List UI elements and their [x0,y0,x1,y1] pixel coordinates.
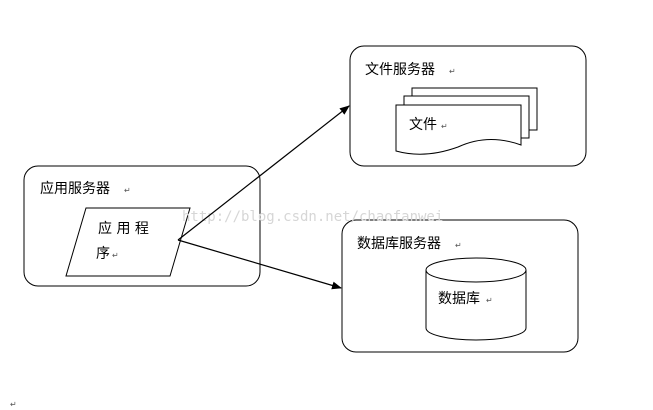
document-stack-icon [395,87,538,155]
program-label-line1: 应 用 程 [98,220,149,237]
database-cylinder-icon [425,257,527,341]
paragraph-mark: ↵ [449,67,456,76]
watermark-text: http://blog.csdn.net/chaofanwei [182,209,443,225]
paragraph-mark: ↵ [455,241,462,250]
paragraph-mark: ↵ [10,400,17,409]
paragraph-mark: ↵ [441,122,448,131]
program-shape [65,207,191,277]
arrow-to-db-server [177,239,342,290]
file-server-title: 文件服务器 [365,62,435,78]
file-server-node: 文件服务器 ↵ 文件 ↵ [349,45,587,167]
db-server-node: 数据库服务器 ↵ 数据库 ↵ [341,219,579,353]
paragraph-mark: ↵ [486,296,493,305]
program-label-line2: 序 [96,246,110,262]
database-label: 数据库 [438,291,480,307]
document-label: 文件 [409,117,437,133]
app-server-node: 应用服务器 ↵ 应 用 程 序 ↵ [23,165,261,287]
paragraph-mark: ↵ [112,251,119,260]
db-server-title: 数据库服务器 [357,236,441,252]
app-server-title: 应用服务器 [40,180,110,197]
arrow-to-file-server [177,105,350,241]
paragraph-mark: ↵ [124,186,131,195]
